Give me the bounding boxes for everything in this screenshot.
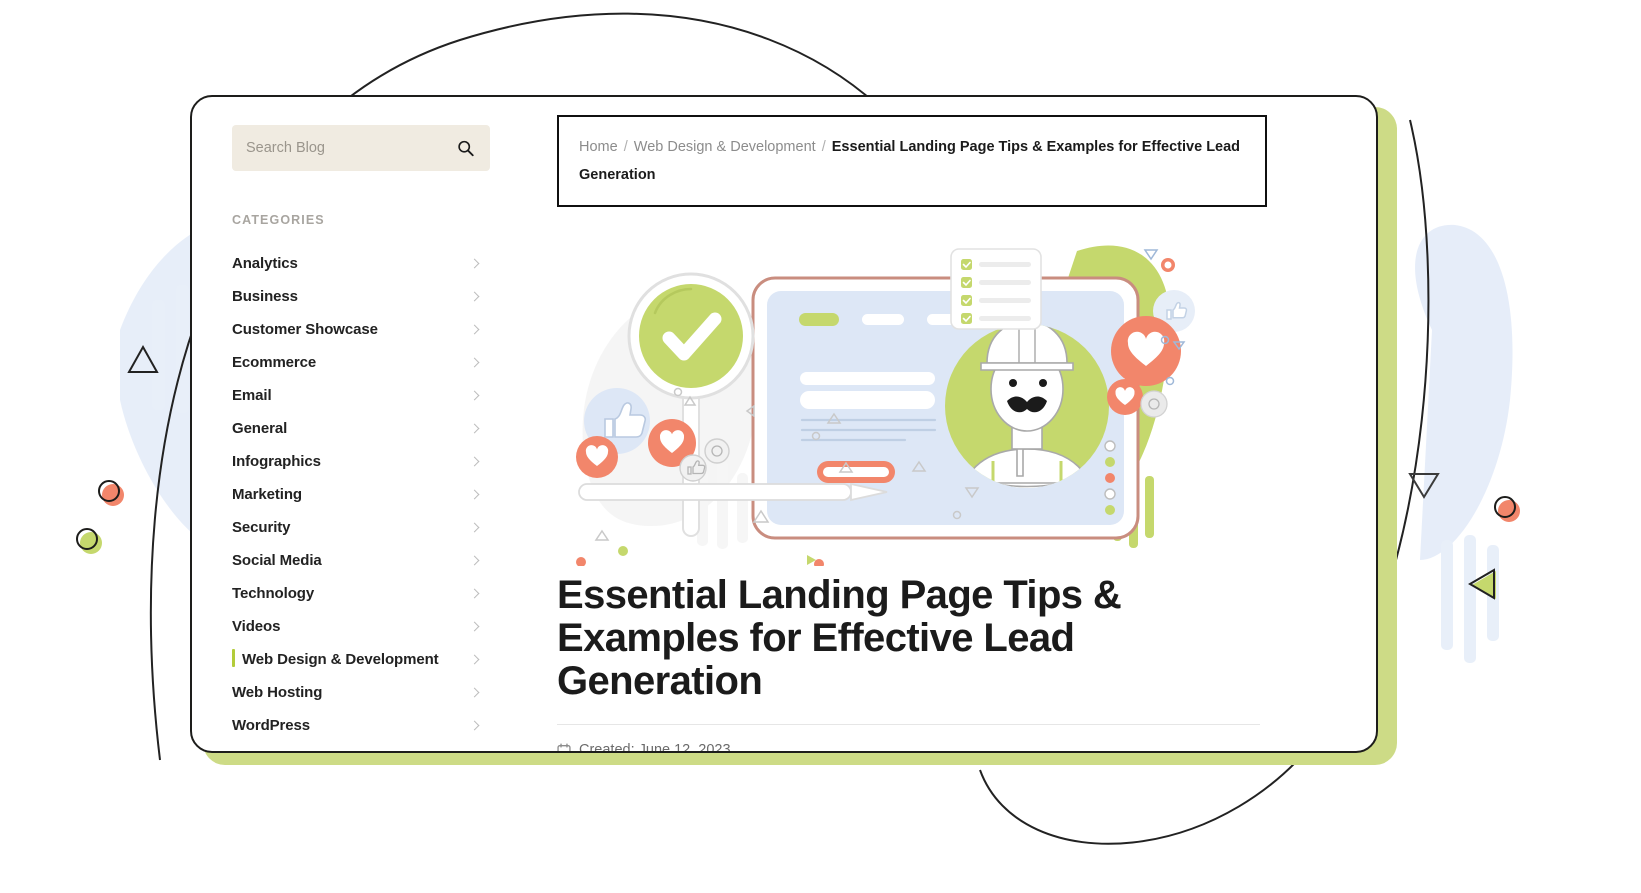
search-icon[interactable]: [457, 140, 474, 157]
sidebar-item-business[interactable]: Business: [232, 280, 490, 313]
chevron-right-icon[interactable]: [469, 555, 480, 566]
sidebar-item-wordpress[interactable]: WordPress: [232, 709, 490, 742]
chevron-right-icon[interactable]: [469, 390, 480, 401]
category-label: Videos: [232, 618, 281, 635]
active-accent-bar: [232, 649, 235, 667]
sidebar-item-analytics[interactable]: Analytics: [232, 247, 490, 280]
sidebar-item-technology[interactable]: Technology: [232, 577, 490, 610]
sidebar-item-infographics[interactable]: Infographics: [232, 445, 490, 478]
category-label: Social Media: [232, 552, 322, 569]
deco-circle-lime-left: [76, 528, 104, 556]
sidebar-item-marketing[interactable]: Marketing: [232, 478, 490, 511]
sidebar-item-email[interactable]: Email: [232, 379, 490, 412]
category-label: Ecommerce: [232, 354, 317, 371]
chevron-right-icon[interactable]: [469, 489, 480, 500]
chevron-right-icon[interactable]: [469, 621, 480, 632]
sidebar-item-ecommerce[interactable]: Ecommerce: [232, 346, 490, 379]
sidebar-item-web-design-development[interactable]: Web Design & Development: [232, 643, 490, 676]
chevron-right-icon[interactable]: [469, 687, 480, 698]
chevron-right-icon[interactable]: [469, 654, 480, 665]
category-label: Security: [232, 519, 291, 536]
chevron-right-icon[interactable]: [469, 522, 480, 533]
breadcrumb-separator: /: [623, 139, 628, 155]
category-label: Infographics: [232, 453, 321, 470]
created-date-label: Created: June 12, 2023: [579, 742, 731, 753]
hero-illustration: [557, 221, 1267, 566]
breadcrumb-home-link[interactable]: Home: [579, 139, 618, 155]
deco-circle-coral-left: [98, 480, 126, 508]
categories-heading: CATEGORIES: [232, 213, 325, 227]
category-label: Technology: [232, 585, 315, 602]
breadcrumb-current-page: Essential Landing Page Tips & Examples f…: [579, 139, 1241, 183]
chevron-right-icon[interactable]: [469, 720, 480, 731]
chevron-right-icon[interactable]: [469, 324, 480, 335]
deco-circle-coral-right: [1494, 496, 1522, 524]
blog-window-card: CATEGORIES Analytics Business Customer S…: [190, 95, 1378, 753]
category-label: WordPress: [232, 717, 311, 734]
category-label: Web Design & Development: [242, 651, 439, 668]
sidebar-item-web-hosting[interactable]: Web Hosting: [232, 676, 490, 709]
sidebar-item-customer-showcase[interactable]: Customer Showcase: [232, 313, 490, 346]
chevron-right-icon[interactable]: [469, 291, 480, 302]
category-label: Web Hosting: [232, 684, 323, 701]
category-label: Business: [232, 288, 298, 305]
category-label: General: [232, 420, 288, 437]
category-label: Customer Showcase: [232, 321, 378, 338]
breadcrumb-highlight-box: Home / Web Design & Development / Essent…: [557, 115, 1267, 207]
sidebar-item-videos[interactable]: Videos: [232, 610, 490, 643]
category-label: Email: [232, 387, 272, 404]
chevron-right-icon[interactable]: [469, 588, 480, 599]
chevron-right-icon[interactable]: [469, 423, 480, 434]
sidebar-item-social-media[interactable]: Social Media: [232, 544, 490, 577]
main-content: Home / Web Design & Development / Essent…: [557, 115, 1267, 753]
category-list: Analytics Business Customer Showcase Eco…: [232, 247, 490, 742]
chevron-right-icon[interactable]: [469, 357, 480, 368]
sidebar: CATEGORIES Analytics Business Customer S…: [232, 125, 498, 742]
sidebar-item-security[interactable]: Security: [232, 511, 490, 544]
chevron-right-icon[interactable]: [469, 258, 480, 269]
breadcrumb-separator: /: [821, 139, 826, 155]
category-label: Marketing: [232, 486, 302, 503]
search-blog-box[interactable]: [232, 125, 490, 171]
sidebar-item-general[interactable]: General: [232, 412, 490, 445]
title-divider: [557, 724, 1260, 726]
calendar-icon: [557, 743, 571, 751]
chevron-right-icon[interactable]: [469, 456, 480, 467]
landing-page-illustration: [576, 245, 1195, 566]
page-title: Essential Landing Page Tips & Examples f…: [557, 573, 1122, 703]
search-input[interactable]: [232, 140, 432, 156]
breadcrumb-category-link[interactable]: Web Design & Development: [633, 139, 816, 155]
post-meta: Created: June 12, 2023: [557, 742, 1267, 753]
breadcrumb: Home / Web Design & Development / Essent…: [579, 133, 1247, 189]
category-label: Analytics: [232, 255, 298, 272]
